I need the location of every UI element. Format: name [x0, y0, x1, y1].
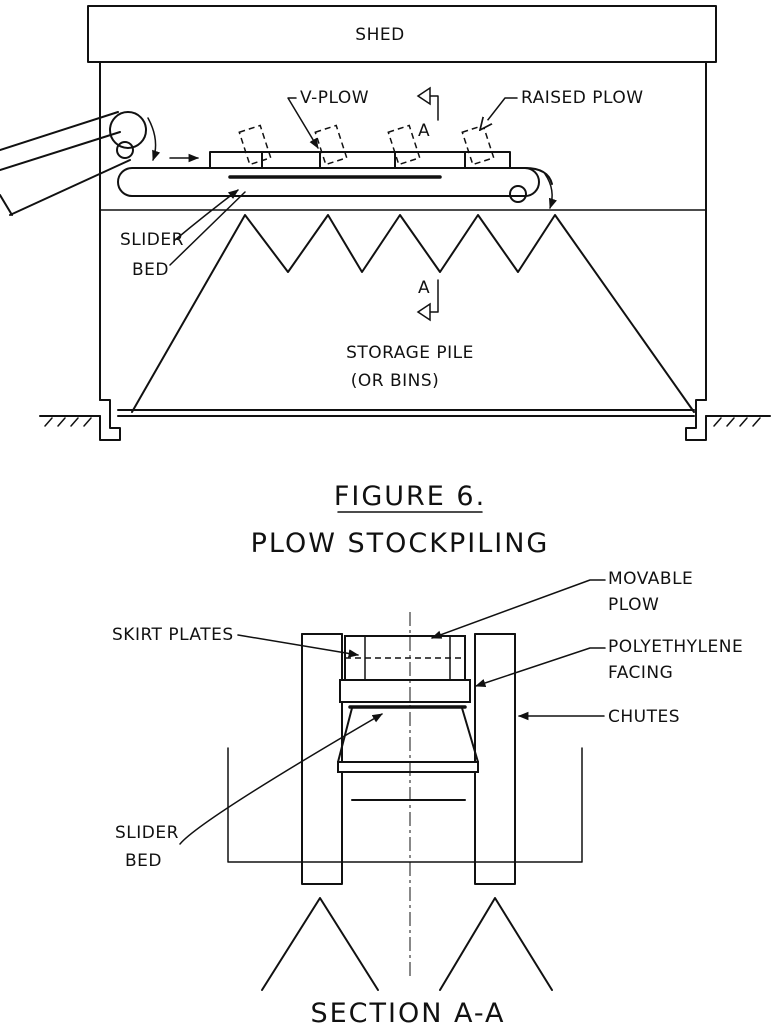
slider-bed-section-label-1: SLIDER — [115, 823, 179, 843]
figure-title: PLOW STOCKPILING — [251, 528, 550, 559]
movable-plow-label-1: MOVABLE — [608, 569, 693, 589]
polyethylene-facing-label-1: POLYETHYLENE — [608, 637, 743, 657]
slider-bed-label-1: SLIDER — [120, 230, 184, 250]
section-marker-bottom-label: A — [418, 278, 430, 298]
pile-left — [261, 897, 379, 991]
section-marker-bottom: A — [416, 278, 439, 322]
slider-bed-section-leader — [179, 713, 383, 845]
support-frame — [337, 707, 479, 763]
feed-conveyor — [0, 111, 161, 216]
chutes-label: CHUTES — [608, 707, 680, 727]
section-marker-top-label: A — [418, 121, 430, 141]
raised-plow-label: RAISED PLOW — [521, 88, 644, 108]
pile-right — [439, 897, 553, 991]
slider-bed-section-label-2: BED — [125, 851, 162, 871]
skirt-plates-leader — [237, 634, 360, 658]
figure-number: FIGURE 6. — [334, 481, 486, 512]
skirt-plates-label: SKIRT PLATES — [112, 625, 234, 645]
slider-bed-label-2: BED — [132, 260, 169, 280]
floor — [39, 399, 771, 441]
polyethylene-facing-label-2: FACING — [608, 663, 673, 683]
plow-boxes — [209, 151, 511, 169]
movable-plow-label-2: PLOW — [608, 595, 659, 615]
v-plow-leader — [287, 97, 319, 149]
elevation-view: SHED — [0, 5, 771, 441]
polyethylene-facing-leader — [475, 647, 606, 687]
shed-label: SHED — [355, 25, 404, 45]
shed-roof — [87, 5, 717, 63]
chute-left — [301, 633, 343, 885]
polyethylene-facing-strip — [339, 679, 471, 703]
outer-frame — [227, 747, 583, 863]
storage-pile-label-1: STORAGE PILE — [346, 343, 474, 363]
raised-plow-leader — [480, 97, 518, 130]
storage-pile-label-2: (OR BINS) — [351, 371, 440, 391]
section-view: MOVABLE PLOW SKIRT PLATES POLYETHYLENE F… — [112, 569, 743, 1029]
raised-plow-outlines — [238, 124, 495, 166]
chute-right — [474, 633, 516, 885]
section-title: SECTION A-A — [310, 998, 505, 1029]
belt-conveyor — [117, 167, 557, 209]
slider-bed-leader — [174, 189, 239, 241]
section-marker-top: A — [416, 86, 439, 141]
slider-bed-pointer — [169, 191, 246, 266]
movable-plow-leader — [431, 579, 606, 639]
storage-pile-outline — [131, 214, 695, 413]
v-plow-label: V-PLOW — [300, 88, 369, 108]
